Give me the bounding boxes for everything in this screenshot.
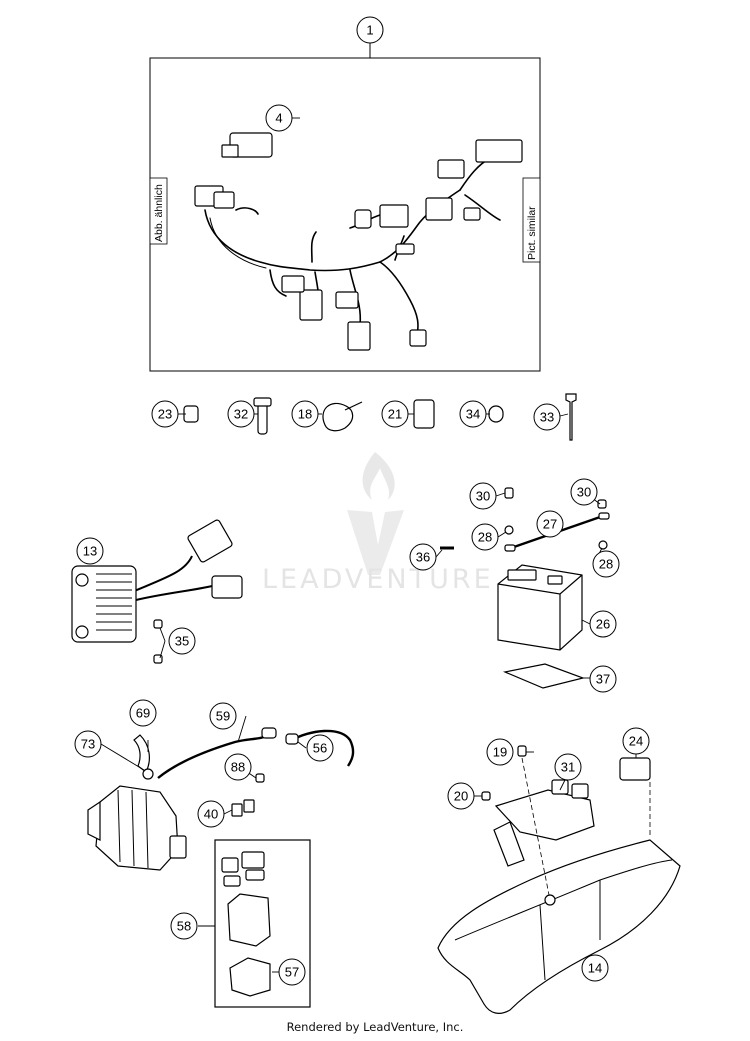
part-26-battery — [497, 564, 583, 651]
callout-33: 33 — [533, 403, 561, 431]
relay-box — [214, 839, 311, 1008]
svg-text:23: 23 — [158, 407, 172, 422]
svg-text:18: 18 — [298, 407, 312, 422]
callout-37: 37 — [589, 665, 617, 693]
callout-32: 32 — [227, 400, 255, 428]
callout-73: 73 — [74, 730, 102, 758]
callout-31: 31 — [554, 753, 582, 781]
callout-34: 34 — [459, 400, 487, 428]
svg-text:36: 36 — [416, 550, 430, 565]
callout-35: 35 — [168, 627, 196, 655]
callout-4: 4 — [265, 104, 293, 132]
svg-text:34: 34 — [466, 407, 480, 422]
regulator-plug-a — [187, 519, 233, 563]
side-label-right: Pict. similar — [526, 206, 538, 260]
leadventure-watermark: LEADVENTURE — [262, 452, 494, 595]
part-56-cable — [291, 729, 355, 767]
callout-59: 59 — [209, 702, 237, 730]
svg-text:27: 27 — [543, 517, 557, 532]
svg-text:28: 28 — [478, 530, 492, 545]
svg-text:28: 28 — [599, 557, 613, 572]
svg-text:58: 58 — [177, 919, 191, 934]
part-59-cable — [157, 732, 271, 779]
svg-text:69: 69 — [136, 706, 150, 721]
callout-13: 13 — [76, 537, 104, 565]
side-label-left: Abb. ähnlich — [153, 184, 165, 242]
callout-21: 21 — [381, 400, 409, 428]
svg-text:13: 13 — [83, 544, 97, 559]
svg-text:24: 24 — [629, 734, 643, 749]
callout-30b: 30 — [570, 478, 598, 506]
svg-text:56: 56 — [313, 741, 327, 756]
harness-frame — [149, 57, 541, 372]
callout-36: 36 — [409, 543, 437, 571]
callouts: 1 4 23 32 18 21 34 33 30 30 27 28 28 36 … — [74, 16, 650, 986]
svg-text:4: 4 — [275, 111, 282, 126]
svg-text:19: 19 — [493, 745, 507, 760]
svg-text:57: 57 — [285, 965, 299, 980]
part-14-frame — [437, 839, 681, 1014]
svg-text:30: 30 — [476, 489, 490, 504]
part-24-connector — [619, 757, 651, 781]
harness-drawing — [204, 157, 501, 339]
regulator-group — [71, 519, 243, 664]
callout-30a: 30 — [469, 482, 497, 510]
small-parts-row — [183, 393, 577, 441]
callout-69: 69 — [129, 699, 157, 727]
callout-23: 23 — [151, 400, 179, 428]
svg-text:32: 32 — [234, 407, 248, 422]
callout-24: 24 — [622, 727, 650, 755]
svg-text:21: 21 — [388, 407, 402, 422]
callout-28b: 28 — [592, 550, 620, 578]
svg-text:35: 35 — [175, 634, 189, 649]
part-31-holder — [494, 789, 595, 841]
starter-motor — [95, 785, 179, 871]
callout-88: 88 — [224, 753, 252, 781]
part-23-clip — [183, 405, 199, 423]
callout-28a: 28 — [471, 523, 499, 551]
part-40-fuse — [231, 803, 243, 817]
callout-58: 58 — [170, 912, 198, 940]
svg-text:33: 33 — [540, 410, 554, 425]
regulator-plug-b — [211, 575, 243, 599]
callout-14: 14 — [581, 954, 609, 982]
footer-credit: Rendered by LeadVenture, Inc. — [286, 1020, 464, 1034]
svg-text:26: 26 — [596, 617, 610, 632]
part-18-cable-tie — [322, 401, 363, 432]
battery-holder-group — [437, 745, 681, 1014]
wiring-harness-group: Abb. ähnlich Pict. similar — [149, 43, 541, 372]
watermark-text: LEADVENTURE — [262, 564, 494, 595]
callout-19: 19 — [486, 738, 514, 766]
svg-text:37: 37 — [596, 672, 610, 687]
callout-20: 20 — [447, 782, 475, 810]
svg-text:20: 20 — [454, 789, 468, 804]
part-69-boot — [133, 734, 150, 773]
svg-text:88: 88 — [231, 760, 245, 775]
part-34-grommet — [488, 405, 504, 423]
callout-18: 18 — [291, 400, 319, 428]
svg-text:59: 59 — [216, 709, 230, 724]
svg-text:40: 40 — [204, 807, 218, 822]
part-13-regulator — [71, 565, 137, 643]
callout-1: 1 — [356, 16, 384, 44]
part-37-battery-pad — [502, 663, 586, 689]
svg-text:1: 1 — [366, 23, 373, 38]
callout-40: 40 — [197, 800, 225, 828]
svg-text:73: 73 — [81, 737, 95, 752]
svg-text:30: 30 — [577, 485, 591, 500]
part-57-relay-cover — [229, 957, 271, 997]
part-33-sensor — [565, 393, 577, 441]
svg-text:31: 31 — [561, 760, 575, 775]
callout-57: 57 — [278, 958, 306, 986]
battery-group — [440, 487, 610, 689]
harness-connectors — [194, 132, 523, 351]
callout-26: 26 — [589, 610, 617, 638]
callout-56: 56 — [306, 734, 334, 762]
svg-text:14: 14 — [588, 961, 602, 976]
callout-27: 27 — [536, 510, 564, 538]
part-21-plug — [413, 399, 435, 429]
starter-group — [87, 727, 355, 1008]
part-58-relay — [227, 893, 271, 947]
